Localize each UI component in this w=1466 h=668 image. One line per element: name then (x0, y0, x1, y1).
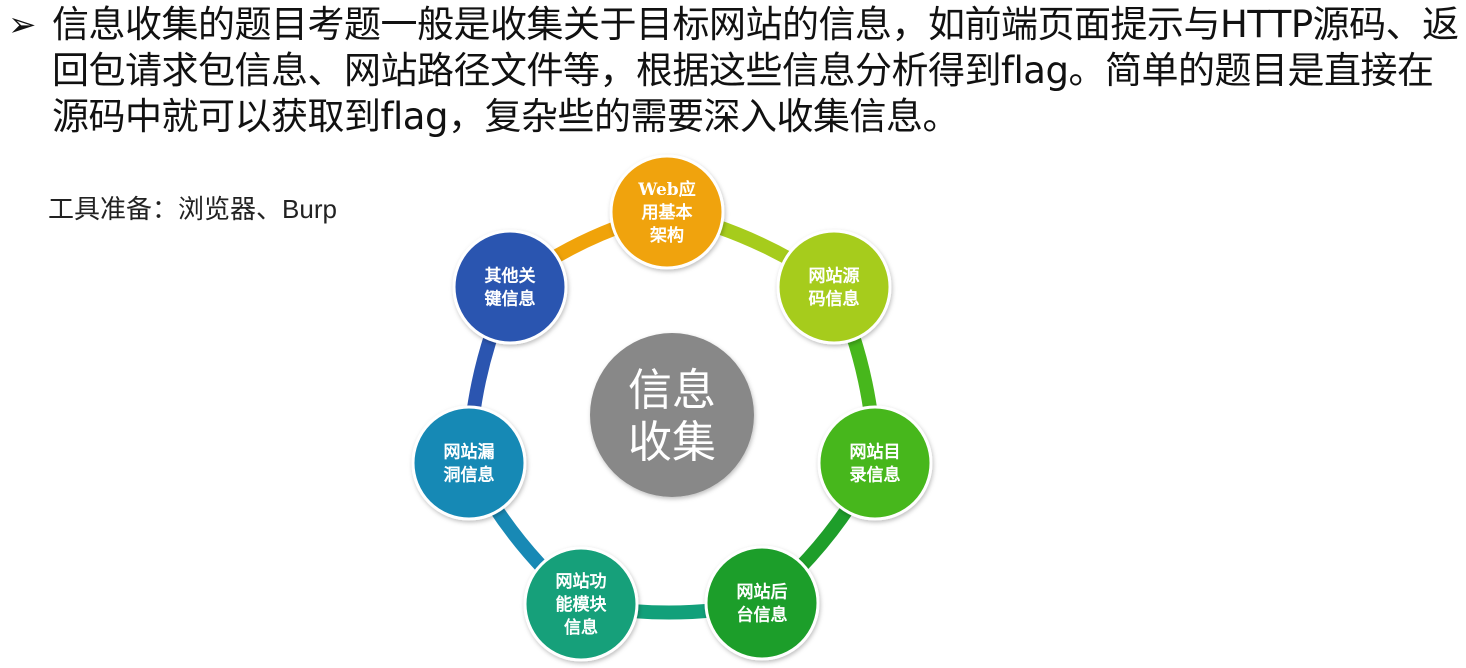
node-label-line: 码信息 (809, 289, 860, 310)
node-label-line: 键信息 (485, 289, 536, 310)
center-node: 信息收集 (590, 333, 754, 497)
node-circle (704, 545, 820, 661)
node-circle (776, 229, 892, 345)
node-label-line: 能模块 (556, 594, 608, 615)
center-circle (590, 333, 754, 497)
intro-paragraph: 信息收集的题目考题一般是收集关于目标网站的信息，如前端页面提示与HTTP源码、返… (52, 3, 1459, 138)
center-label-line: 信息 (628, 365, 716, 416)
node-label-line: 台信息 (737, 605, 788, 626)
node-circle (523, 546, 639, 662)
node-circle (411, 405, 527, 521)
node-label-line: 架构 (650, 225, 684, 246)
node-label-line: 其他关 (485, 266, 536, 287)
center-label-line: 收集 (628, 417, 716, 468)
node-label-line: 网站目 (850, 442, 901, 463)
node-label-line: 网站漏 (444, 442, 495, 463)
node-label-line: 录信息 (850, 465, 901, 486)
tools-value: Burp (282, 194, 337, 224)
node-label-line: Web应 (637, 179, 695, 200)
tools-label: 工具准备：浏览器、 (48, 195, 283, 225)
bullet-arrow-icon: ➢ (8, 5, 37, 45)
node-label-line: 洞信息 (444, 465, 495, 486)
node-circle (817, 405, 933, 521)
node-circle (452, 229, 568, 345)
tools-line: 工具准备：浏览器、Burp (48, 192, 337, 227)
node-circle (609, 154, 725, 270)
cycle-nodes: Web应用基本架构网站源码信息网站目录信息网站后台信息网站功能模块信息网站漏洞信… (411, 154, 933, 662)
node-label-line: 网站源 (809, 266, 860, 287)
node-label-line: 用基本 (642, 202, 693, 223)
node-label-line: 信息 (564, 617, 598, 638)
node-label-line: 网站后 (737, 582, 788, 603)
node-label-line: 网站功 (556, 571, 607, 592)
